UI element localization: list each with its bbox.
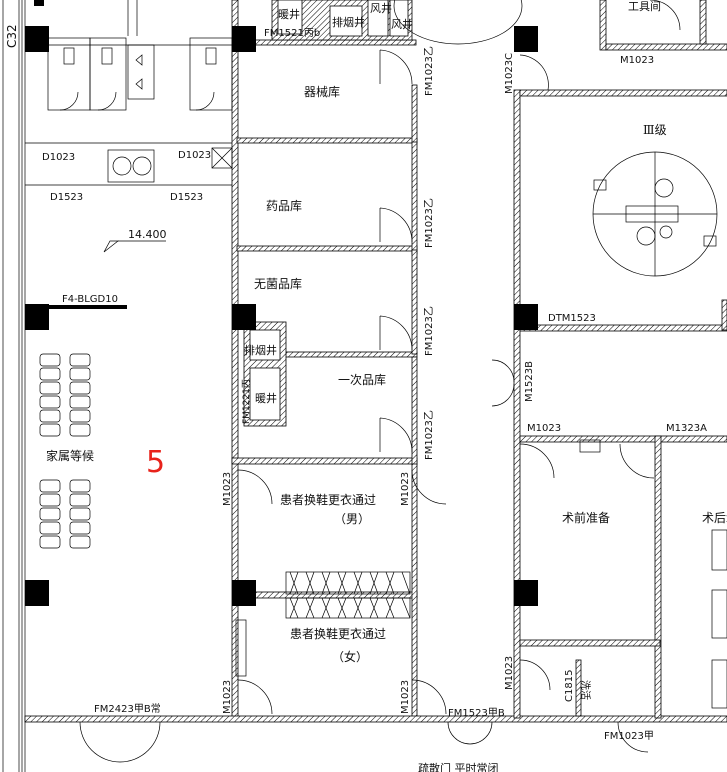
tag-fm1023z-3: FM1023乙 [423, 306, 435, 356]
room-labels: 暖井 排烟井 风井 风井 工具间 器械库 药品库 无菌品库 排烟井 暖井 一次品… [46, 0, 727, 700]
tag-m1523b: M1523B [524, 361, 535, 402]
room-change-male-line1: 患者换鞋更衣通过 [280, 492, 376, 507]
tag-dtm1523: DTM1523 [548, 313, 596, 324]
tag-m1023-right-1: M1023 [400, 472, 411, 506]
tag-fm2423: FM2423甲B常 [94, 702, 161, 715]
elevation-marker: 14.400 [103, 228, 167, 253]
room-change-female-line2: （女） [332, 649, 368, 664]
tag-fm1023j: FM1023甲 [604, 731, 654, 742]
tag-f4-blgd10: F4-BLGD10 [62, 294, 118, 305]
tag-fm1523: FM1523甲B [448, 708, 505, 719]
room-sterile-store: 无菌品库 [254, 276, 302, 291]
tag-fm1521: FM1521丙b [264, 28, 320, 39]
room-equipment-store: 器械库 [304, 84, 340, 99]
toilet-block [25, 0, 233, 186]
zone-number: 5 [146, 445, 165, 480]
waiting-seats [39, 353, 91, 549]
tag-fm1023z-1: FM1023乙 [423, 46, 435, 96]
tag-m1023-top-right: M1023 [620, 55, 654, 66]
tag-d1023-right: D1023 [178, 150, 211, 161]
room-heating-well: 暖井 [255, 391, 277, 405]
room-wind-well-2: 风井 [391, 17, 413, 31]
room-wind-well: 风井 [370, 1, 392, 15]
tag-fm1023z-4: FM1023乙 [423, 410, 435, 460]
room-change-female-line1: 患者换鞋更衣通过 [290, 626, 386, 641]
room-post-op: 术后f [702, 511, 727, 525]
tag-fm1221: FM1221丙 [241, 379, 252, 424]
room-grade-three: Ⅲ级 [643, 123, 667, 137]
room-washing: 洗活 [579, 680, 591, 700]
room-pre-op: 术前准备 [562, 510, 610, 525]
structural-columns [25, 0, 538, 606]
axis-label: C32 [5, 24, 19, 48]
tag-m1023-right-2: M1023 [400, 680, 411, 714]
tag-d1023-left: D1023 [42, 152, 75, 163]
room-change-male-line2: （男） [334, 512, 370, 526]
tag-c1815: C1815 [564, 670, 575, 702]
tag-m1323a: M1323A [666, 423, 707, 434]
walls [24, 0, 727, 723]
room-smoke-well-top: 排烟井 [332, 15, 365, 29]
room-drug-store: 药品库 [266, 198, 302, 213]
tag-d1523-left: D1523 [50, 192, 83, 203]
tag-m1023-right-3: M1023 [504, 656, 515, 690]
door-swings [79, 0, 681, 763]
tag-d1523-right: D1523 [170, 192, 203, 203]
room-smoke-well: 排烟井 [244, 343, 277, 357]
tag-m1023-left-2: M1023 [222, 680, 233, 714]
tag-evacuation-note: 疏散门 平时常闭 [418, 761, 499, 772]
operating-table [393, 0, 718, 277]
room-heating-well-top: 暖井 [278, 7, 300, 21]
tag-m1023c: M1023C [504, 53, 515, 94]
room-disposable-store: 一次品库 [338, 372, 386, 387]
elevation-label: 14.400 [128, 228, 167, 241]
post-op-beds [579, 439, 727, 709]
tag-m1023-left-1: M1023 [222, 472, 233, 506]
tag-m1023-pre-op: M1023 [527, 423, 561, 434]
room-tool-room: 工具间 [628, 0, 661, 13]
tag-fm1023z-2: FM1023乙 [423, 198, 435, 248]
locker-rows [235, 571, 411, 677]
smoke-barrier [49, 305, 127, 309]
axis-strip: C32 [2, 0, 26, 772]
door-tags: FM1521丙b M1023 D1023 D1023 D1523 D1523 F… [42, 28, 707, 772]
room-family-waiting: 家属等候 [46, 448, 94, 463]
